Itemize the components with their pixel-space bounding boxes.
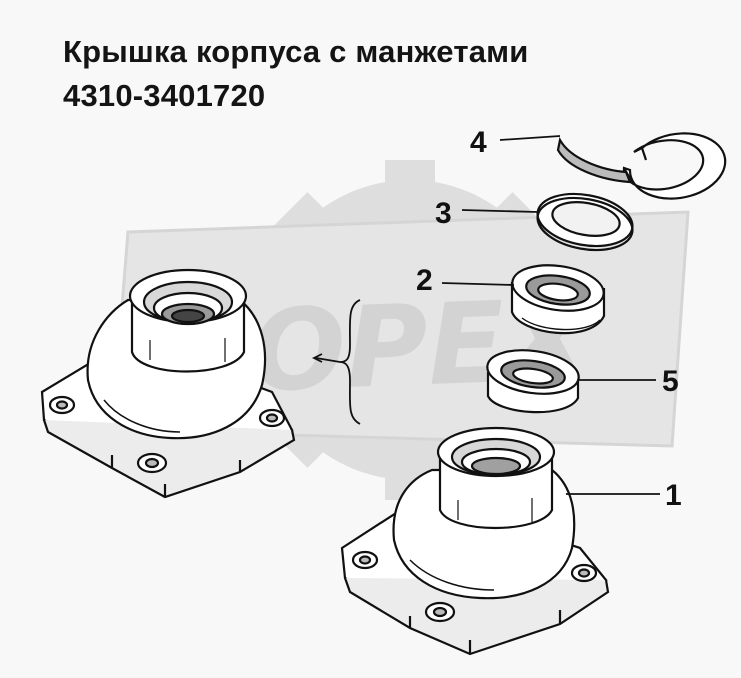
title-line-1: Крышка корпуса с манжетами <box>63 34 529 69</box>
diagram-title: Крышка корпуса с манжетами 4310-3401720 <box>63 30 529 118</box>
callout-label-3: 3 <box>435 197 452 230</box>
callout-leader-4 <box>499 135 561 141</box>
seal-part-2 <box>510 264 606 335</box>
washer-part-3 <box>536 192 634 252</box>
housing-cover-left <box>40 268 296 499</box>
callout-leader-3 <box>461 209 539 213</box>
callouts: 4 3 2 5 1 <box>416 126 682 512</box>
title-line-2: 4310-3401720 <box>63 78 266 113</box>
callout-label-4: 4 <box>470 126 487 159</box>
seal-part-5 <box>486 349 580 414</box>
callout-label-2: 2 <box>416 264 433 297</box>
callout-label-1: 1 <box>665 479 682 512</box>
assembly-bracket <box>311 299 361 425</box>
housing-cover-part-1 <box>340 426 610 656</box>
retaining-ring-part-4 <box>556 132 727 200</box>
callout-label-5: 5 <box>662 365 679 398</box>
callout-leader-2 <box>441 282 515 286</box>
